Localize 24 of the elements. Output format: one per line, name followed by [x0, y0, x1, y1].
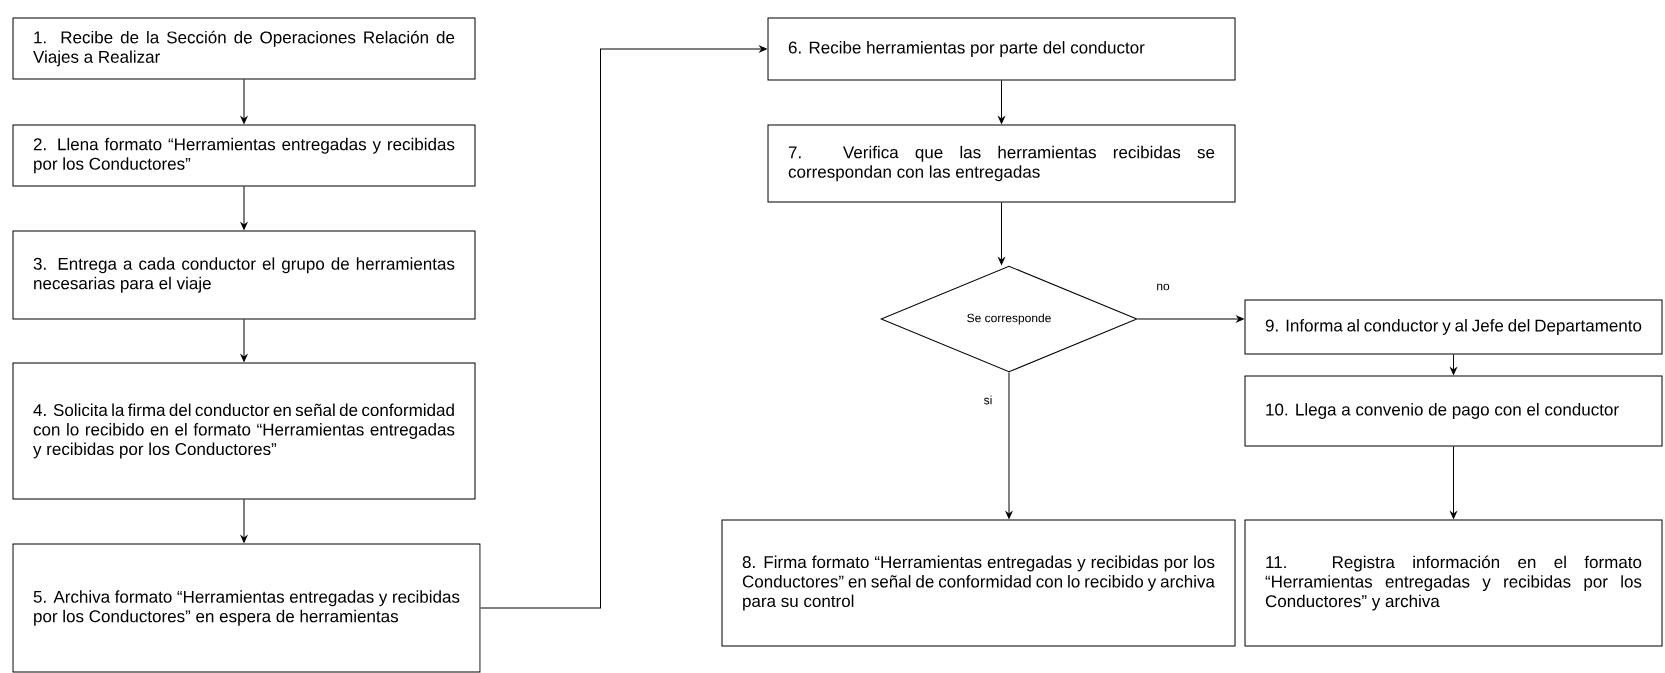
edge-label: si: [984, 395, 992, 405]
process-box: 10. Llega a convenio de pago con el conductor: [1244, 375, 1663, 447]
arrow: [1450, 446, 1457, 519]
process-box: 8. Firma formato “Herramientas entregadas y recibidas por los Conductores” en señal de conformidad con lo recibido y archiva para su control: [721, 519, 1236, 647]
process-box: 9. Informa al conductor y al Jefe del Departamento: [1244, 299, 1663, 355]
process-box: 4. Solicita la firma del conductor en señal de conformidad con lo recibido en el formato “Herramientas entregadas y recibidas por los Conductores”: [12, 362, 476, 500]
edge-label: no: [1157, 283, 1170, 291]
process-box: 2. Llena formato “Herramientas entregadas y recibidas por los Conductores”: [12, 124, 476, 187]
arrow: [240, 79, 248, 124]
process-box: 6. Recibe herramientas por parte del conductor: [767, 17, 1236, 81]
arrow: [240, 499, 248, 543]
process-box: 7. Verifica que las herramientas recibidas se correspondan con las entregadas: [767, 124, 1236, 203]
arrow: [240, 186, 248, 230]
arrow: [1005, 372, 1013, 519]
process-box: 5. Archiva formato “Herramientas entregadas y recibidas por los Conductores” en espera de herramientas: [12, 543, 481, 673]
arrow: [1450, 354, 1457, 375]
arrow: [1137, 315, 1244, 323]
process-box: 3. Entrega a cada conductor el grupo de herramientas necesarias para el viaje: [12, 230, 476, 320]
process-box: 11. Registra información en el formato “Herramientas entregadas y recibidas por los Conductores” y archiva: [1244, 519, 1663, 647]
arrow: [998, 80, 1005, 124]
arrow: [240, 319, 248, 362]
arrow: [480, 45, 767, 609]
process-box: 1. Recibe de la Sección de Operaciones Relación de Viajes a Realizar: [12, 17, 476, 80]
arrow: [998, 202, 1005, 265]
